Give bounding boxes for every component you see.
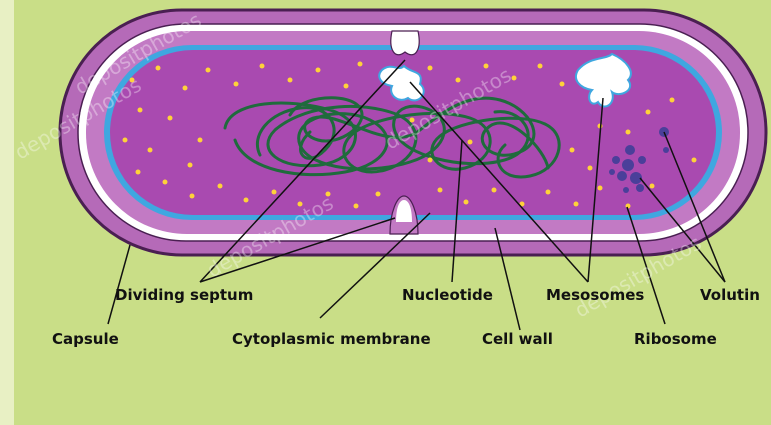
label-cytoplasmic-membrane: Cytoplasmic membrane [232, 330, 431, 348]
label-dividing-septum: Dividing septum [115, 286, 253, 304]
label-mesosomes: Mesosomes [546, 286, 644, 304]
septum-top [391, 31, 419, 55]
label-volutin: Volutin [700, 286, 760, 304]
left-edge-strip [0, 0, 14, 425]
label-capsule: Capsule [52, 330, 119, 348]
label-nucleotide: Nucleotide [402, 286, 493, 304]
pointer-capsule [108, 245, 130, 324]
label-cell-wall: Cell wall [482, 330, 553, 348]
label-ribosome: Ribosome [634, 330, 717, 348]
